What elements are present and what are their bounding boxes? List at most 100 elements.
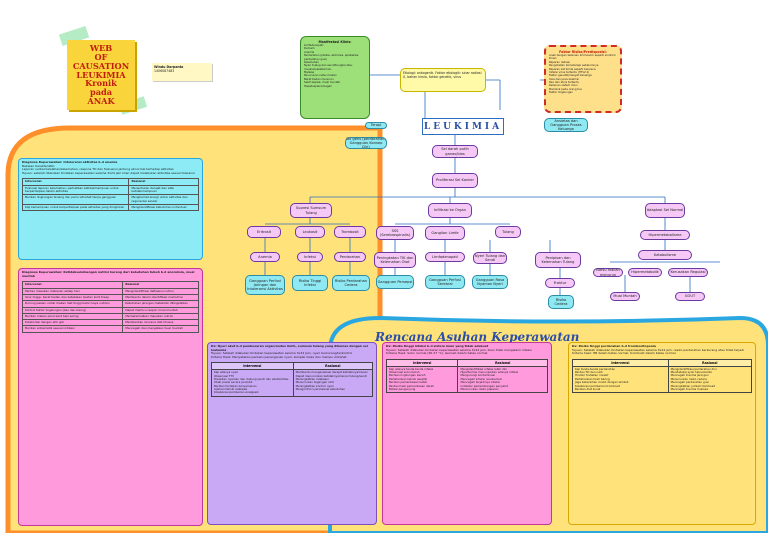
infeksi-node: Infeksi	[297, 252, 323, 262]
plan-perdarahan-panel: Dx: Risiko tinggi perdarahan b.d trombos…	[568, 342, 756, 525]
supresi-node: Supresi Sumsum Tulang	[290, 203, 332, 218]
plan-tujuan: Tujuan: Setelah dilakukan tindakan keper…	[386, 347, 532, 352]
plan-kriteria: Kriteria Hasil: Suhu normal (36-37 °C), …	[386, 351, 488, 356]
proliferasi-node: Proliferasi Sel Kanker	[432, 173, 478, 188]
risiko-perdarahan-node: Risiko Perdarahan Cedera	[332, 275, 370, 291]
list-item: Pantau TD dan nadi	[575, 370, 603, 375]
table-header: Intervensi	[211, 362, 294, 371]
title-card: WEB OF CAUSATION LEUKIMIA Kronik pada AN…	[67, 40, 135, 110]
table-header: Rasional	[667, 358, 753, 367]
table-cell: Berikan lingkungan tenang dan perlu isti…	[21, 194, 130, 205]
table-header: Rasional	[457, 358, 548, 367]
table-cell: Mengidentifikasi perdarahan dini Mendete…	[667, 365, 753, 394]
panel-header: Diagnosa Keperawatan: Intoleransi aktivi…	[22, 160, 118, 164]
plan-nyeri-panel: Dx: Nyeri akut b.d pembesaran organ/nodu…	[207, 342, 377, 525]
list-item: Dapat menurunkan ketidaknyamanan tulang/…	[295, 373, 367, 378]
list-item: Sakit kepala, mual muntah	[304, 80, 341, 85]
table-row: Kaji kemampuan untuk berpartisipasi pada…	[21, 203, 199, 212]
list-item: Batasi pengunjung	[389, 386, 416, 391]
table-cell: Menghemat energi untuk aktivitas dan reg…	[128, 194, 199, 205]
list-item: Paparan radiasi	[549, 59, 570, 64]
list-item: Kelainan sistem imun	[549, 83, 578, 88]
list-item: Pantau hasil pemeriksaan darah	[389, 383, 435, 388]
list-item: Mendeteksi syok hipovolemik	[670, 370, 712, 375]
table-row: Evaluasi laporan kelemahan, perhatikan k…	[21, 184, 199, 196]
list-item: Pengobatan kemoterapi sebelumnya	[549, 63, 599, 68]
panel-header: Batasan Karakteristik:	[22, 163, 56, 168]
manifestasi-list: Limfadenopati Demam Anemia Perdarahan (p…	[304, 43, 366, 88]
list-item: Penurunan nafsu makan	[304, 73, 337, 78]
list-item: Usia dan jenis kelamin	[549, 76, 580, 81]
list-item: Faktor lingkungan	[549, 90, 573, 95]
plan-dx: Dx: Nyeri akut b.d pembesaran organ/nodu…	[211, 344, 368, 352]
sel-ganas-node: Sel darah putih ganas/blas	[432, 145, 478, 158]
eritrosit-node: Eritrosit	[247, 226, 281, 238]
list-item: Faktor genetik/riwayat keluarga	[549, 73, 592, 78]
fraktur-node: Fraktur	[545, 278, 575, 288]
table-cell: Mengidentifikasi kebutuhan individual	[128, 203, 199, 212]
perdarahan-node: Perdarahan	[334, 252, 366, 262]
list-item: Pertahankan teknik aseptik	[389, 376, 428, 381]
penipisan-node: Penipisan dan Kelemahan Tulang	[535, 252, 581, 268]
table-cell: Membantu mengevaluasi derajat ketidaknya…	[292, 369, 374, 397]
faktor-risiko-box: Faktor Risiko/Predisposisi: Anak dengan …	[544, 45, 622, 113]
list-item: Mengurangi kontaminasi	[460, 373, 496, 378]
list-item: Observasi TTV	[214, 373, 235, 378]
list-item: Berikan lingkungan bersih	[389, 373, 426, 378]
title-line: ANAK	[87, 96, 115, 107]
list-item: Nyeri tulang dan sendi/tungkai atau musk…	[304, 63, 353, 71]
katabolisme-node: Katabolisme	[638, 250, 692, 260]
list-item: Menurunkan tegangan otot	[295, 380, 334, 385]
list-item: Perdarahan (ptekie, ekimosis, epistaksis…	[304, 53, 360, 61]
table-cell: Kaji adanya tanda-tanda infeksi Observas…	[385, 365, 459, 394]
list-item: Meningkatkan kontrol nyeri	[295, 383, 334, 388]
ganglion-limfe-node: Ganglion Limfe	[425, 226, 465, 240]
list-item: Meningkatkan relaksasi	[295, 377, 329, 382]
list-item: Berikan diet lunak	[575, 386, 601, 391]
table-cell: Menentukan derajat dan efek ketidakmampu…	[128, 184, 199, 196]
list-item: Menurunkan risiko cedera	[670, 376, 707, 381]
table-row: Kaji adanya nyeri Observasi TTV Posisika…	[211, 369, 374, 397]
table-row: Kaji adanya tanda-tanda infeksi Observas…	[385, 365, 548, 394]
list-item: Merokok pada orang tua	[549, 86, 582, 91]
risiko-cedera-node: Risiko Cedera	[548, 295, 574, 309]
list-item: Anemia	[304, 49, 315, 54]
kerusakan-regulasi-node: Kerusakan Regulasi	[668, 268, 708, 277]
list-item: Posisikan nyaman dan dukung sendi dan ek…	[214, 377, 289, 382]
list-item: Malaise	[304, 70, 315, 74]
list-item: Mencegah infeksi nosokomial	[460, 376, 502, 381]
list-item: Kelemahan	[304, 59, 319, 64]
author-id: 1406087483	[154, 69, 175, 73]
title-line: CAUSATION	[72, 60, 130, 71]
title-line: pada	[89, 87, 113, 98]
gangguan-perfusi-node: Gangguan Perfusi Jaringan dan Intolerans…	[245, 275, 285, 295]
table-cell: Intervensi	[21, 178, 130, 186]
leukosit-node: Leukosit	[295, 226, 325, 238]
list-item: Ajarkan teknik relaksasi	[214, 387, 248, 392]
list-item: Demam	[304, 46, 315, 51]
list-item: Kolaborasi pemberian analgesik	[214, 390, 259, 395]
list-item: Indikator perkembangan penyakit	[460, 383, 508, 388]
manifestasi-klinis-box: Manifestasi Klinis: Limfadenopati Demam …	[300, 36, 370, 119]
ansietas-node: Ansietas dan Gangguan Proses Keluarga	[544, 118, 588, 132]
list-item: Mencegah trauma jaringan	[670, 373, 709, 378]
hipermetabolisme-node: Hipermetabolisme	[640, 230, 690, 240]
list-item: Hindari tindakan invasif	[575, 373, 609, 378]
list-item: Mencegah terjadinya infeksi	[460, 380, 500, 385]
gangguan-rasa-nyaman-node: Gangguan Rasa Nyaman Nyeri	[472, 275, 508, 289]
limfadenopati-node: Limfadenopati	[425, 252, 465, 262]
leukimia-node: LEUKIMIA	[422, 118, 504, 135]
list-item: Jaga kebersihan mulut dengan lembut	[575, 380, 629, 385]
trombosit-node: Trombosit	[334, 226, 366, 238]
panel-header: Laporan verbal kelelahan/kelemahan, resp…	[22, 167, 174, 172]
author-note: Windu Darpanto 1406087483	[152, 63, 212, 81]
title-line: WEB	[89, 42, 113, 53]
risiko-infeksi-node: Risiko Tinggi Infeksi	[292, 275, 328, 291]
list-item: Observasi suhu tubuh	[389, 370, 420, 375]
